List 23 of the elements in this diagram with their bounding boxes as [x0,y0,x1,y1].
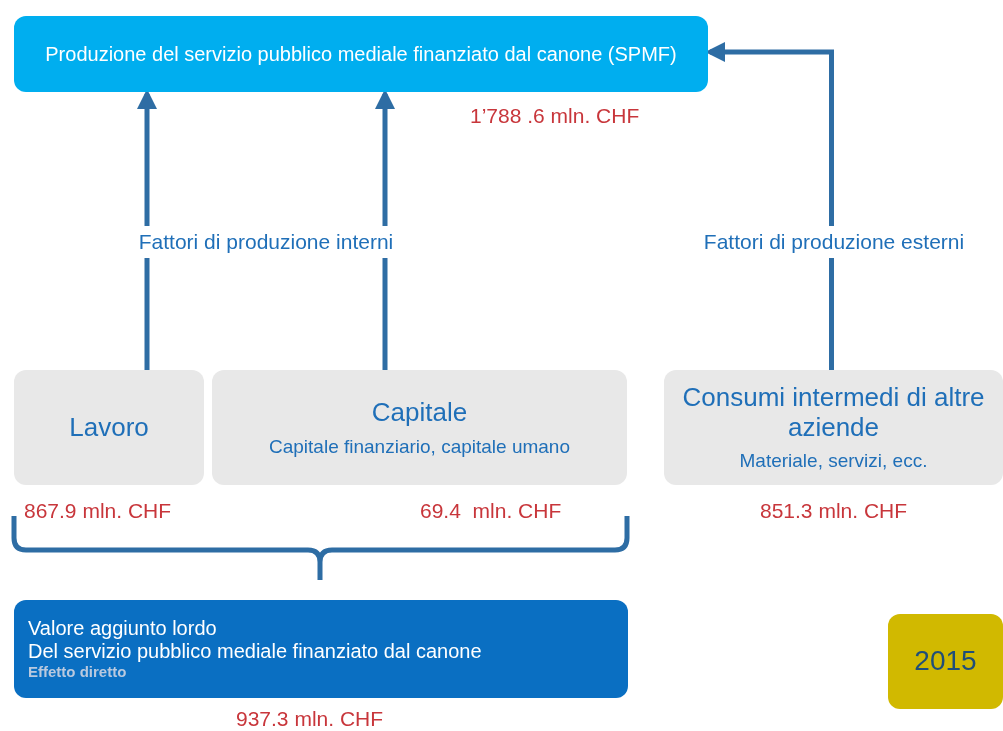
box-title: 2015 [914,645,977,678]
amount-label: 851.3 mln. CHF [760,499,908,523]
amount-label: 867.9 mln. CHF [24,499,172,523]
box-text: Del servizio pubblico mediale finanziato dal canone [28,640,482,664]
amount-label: 1’788 .6 mln. CHF [470,104,640,128]
box-text: Capitale finanziario, capitale umano [269,435,570,458]
label-box [14,16,708,92]
label-box [212,370,627,485]
amount-label: 69.4 mln. CHF [420,499,562,523]
label-box [664,370,1003,485]
label-box [14,370,204,485]
box-title: Lavoro [69,412,149,443]
arrow [137,89,157,370]
amount-label: 937.3 mln. CHF [236,707,384,731]
box-title: Consumi intermedi di altre aziende [681,382,986,443]
box-text: Effetto diretto [28,663,127,681]
label-box [14,600,628,698]
arrow [375,89,395,370]
box-title: Capitale [371,397,468,428]
box-title: Valore aggiunto lordo [28,617,217,641]
box-title: Produzione del servizio pubblico mediale finanziato dal canone (SPMF) [45,42,677,66]
box-text: Materiale, servizi, ecc. [739,450,928,473]
label-box [888,614,1003,709]
